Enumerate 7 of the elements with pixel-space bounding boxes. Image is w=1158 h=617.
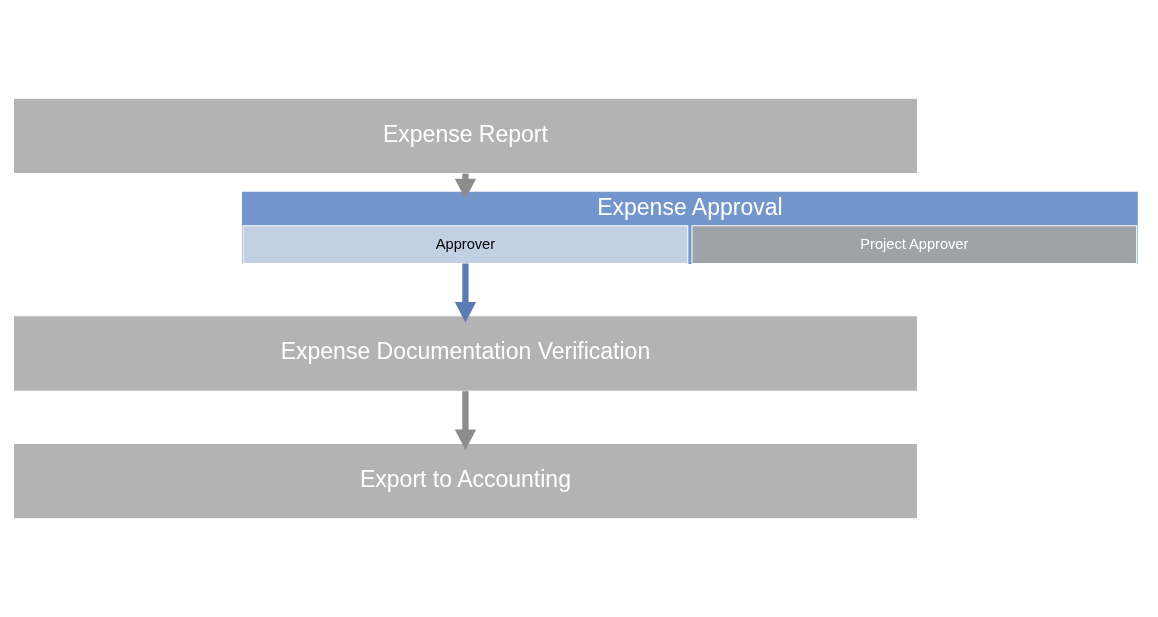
- node-box: Expense Report: [12, 97, 918, 175]
- node-box: Approver: [242, 225, 688, 265]
- node-box: Expense Documentation Verification: [12, 315, 918, 392]
- arrow: [454, 391, 476, 450]
- node-box: Export to Accounting: [12, 442, 918, 520]
- node-box: Project Approver: [690, 225, 1137, 265]
- arrow: [454, 263, 476, 323]
